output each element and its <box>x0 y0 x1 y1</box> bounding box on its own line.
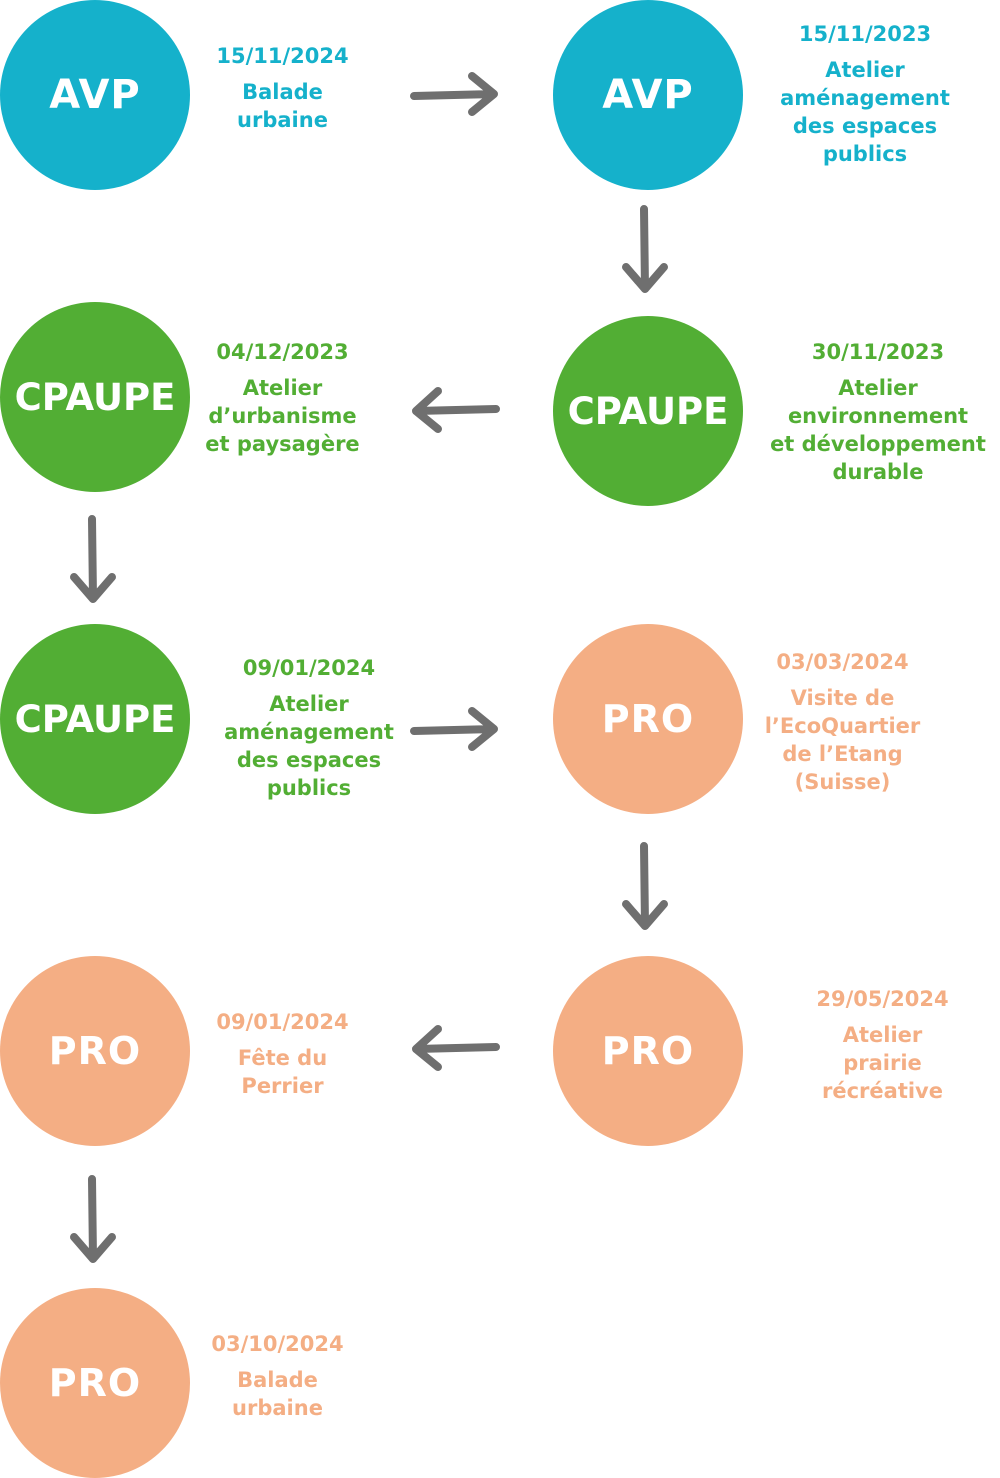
step-desc-line: publics <box>822 142 908 166</box>
step-date: 03/10/2024 <box>211 1332 344 1356</box>
phase-circle-cpaupe-1: CPAUPE <box>0 302 190 492</box>
step-desc-line: l’EcoQuartier <box>764 714 921 738</box>
step-info-7: 29/05/2024 Atelier prairie récréative <box>785 985 980 1105</box>
step-desc-line: aménagement <box>780 86 950 110</box>
step-desc-line: des espaces <box>236 748 382 772</box>
arrow-right-icon <box>410 707 498 751</box>
step-desc-line: environnement <box>787 404 969 428</box>
step-info-2: 15/11/2023 Atelier aménagement des espac… <box>755 20 975 168</box>
phase-circle-pro-3: PRO <box>0 956 190 1146</box>
step-desc-line: urbaine <box>237 108 328 132</box>
step-desc-line: Visite de <box>790 686 895 710</box>
step-desc-line: Atelier <box>842 1023 923 1047</box>
step-desc-line: Atelier <box>242 376 323 400</box>
step-info-4: 04/12/2023 Atelier d’urbanisme et paysag… <box>185 338 380 458</box>
step-desc-line: Balade <box>237 1368 318 1392</box>
step-desc-line: durable <box>832 460 924 484</box>
step-desc-line: et paysagère <box>205 432 360 456</box>
arrow-down-icon <box>622 205 668 293</box>
phase-circle-pro-2: PRO <box>553 956 743 1146</box>
step-desc-line: (Suisse) <box>794 770 891 794</box>
phase-circle-avp-1: AVP <box>0 0 190 190</box>
step-info-6: 03/03/2024 Visite de l’EcoQuartier de l’… <box>745 648 940 796</box>
step-desc-line: prairie <box>843 1051 922 1075</box>
arrow-down-icon <box>622 842 668 930</box>
step-desc-line: récréative <box>822 1079 943 1103</box>
step-info-8: 09/01/2024 Fête du Perrier <box>185 1008 380 1100</box>
arrow-left-icon <box>412 1025 500 1071</box>
step-info-1: 15/11/2024 Balade urbaine <box>190 42 375 134</box>
step-date: 30/11/2023 <box>811 340 945 364</box>
step-desc-line: Atelier <box>269 692 349 716</box>
phase-label: CPAUPE <box>567 389 729 433</box>
step-info-9: 03/10/2024 Balade urbaine <box>185 1330 370 1422</box>
phase-label: CPAUPE <box>14 375 176 419</box>
step-desc-line: Perrier <box>241 1074 324 1098</box>
step-info-3: 30/11/2023 Atelier environnement et déve… <box>758 338 998 486</box>
arrow-down-icon <box>70 1175 116 1263</box>
phase-circle-pro-1: PRO <box>553 624 743 814</box>
phase-label: CPAUPE <box>14 697 176 741</box>
arrow-down-icon <box>70 515 116 603</box>
arrow-left-icon <box>412 387 500 433</box>
step-date: 04/12/2023 <box>216 340 349 364</box>
step-desc-line: Fête du <box>237 1046 328 1070</box>
step-desc-line: Balade <box>242 80 323 104</box>
step-desc-line: publics <box>266 776 352 800</box>
phase-label: PRO <box>601 1029 695 1073</box>
step-desc-line: de l’Etang <box>782 742 903 766</box>
phase-circle-cpaupe-3: CPAUPE <box>0 624 190 814</box>
phase-label: AVP <box>602 72 694 118</box>
step-date: 15/11/2023 <box>798 22 932 46</box>
step-info-5: 09/01/2024 Atelier aménagement des espac… <box>205 654 413 802</box>
phase-label: AVP <box>49 72 141 118</box>
step-date: 09/01/2024 <box>242 656 376 680</box>
phase-label: PRO <box>48 1029 142 1073</box>
step-date: 09/01/2024 <box>216 1010 349 1034</box>
step-desc-line: des espaces <box>792 114 938 138</box>
phase-circle-pro-4: PRO <box>0 1288 190 1478</box>
step-desc-line: et développement <box>770 432 986 456</box>
phase-label: PRO <box>601 697 695 741</box>
phase-circle-avp-2: AVP <box>553 0 743 190</box>
arrow-right-icon <box>410 72 498 116</box>
step-date: 03/03/2024 <box>776 650 909 674</box>
step-date: 15/11/2024 <box>216 44 349 68</box>
step-desc-line: d’urbanisme <box>208 404 357 428</box>
step-desc-line: Atelier <box>825 58 905 82</box>
step-desc-line: aménagement <box>224 720 394 744</box>
step-desc-line: Atelier <box>838 376 918 400</box>
phase-circle-cpaupe-2: CPAUPE <box>553 316 743 506</box>
step-desc-line: urbaine <box>232 1396 323 1420</box>
phase-label: PRO <box>48 1361 142 1405</box>
step-date: 29/05/2024 <box>816 987 949 1011</box>
